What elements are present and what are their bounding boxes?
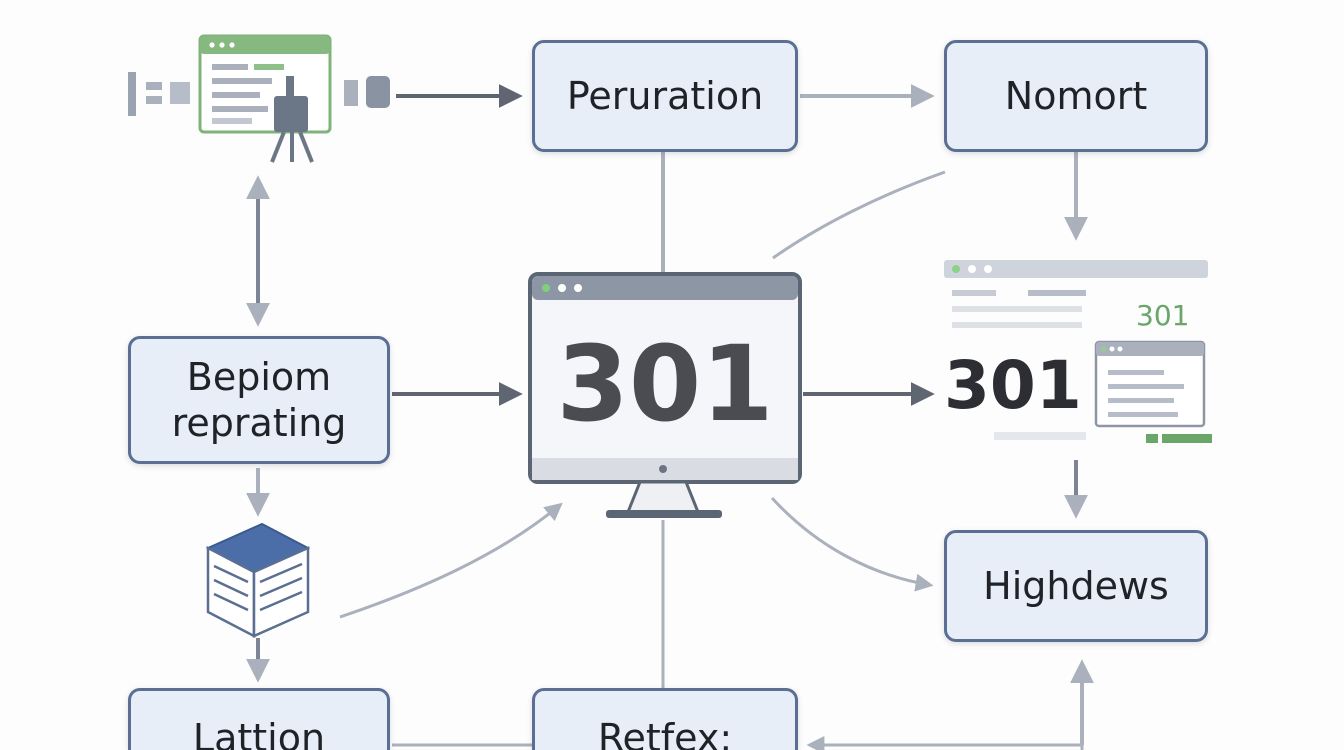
panel-status-code-small: 301 <box>1136 299 1190 332</box>
node-highdews[interactable]: Highdews <box>944 530 1208 642</box>
node-retfex[interactable]: Retfex: <box>532 688 798 750</box>
node-nomort-label: Nomort <box>1004 74 1148 118</box>
node-retfex-label: Retfex: <box>597 716 733 750</box>
node-highdews-label: Highdews <box>983 564 1169 608</box>
monitor-status-code: 301 <box>556 323 774 445</box>
node-lattion-label: Lattion <box>192 716 326 750</box>
node-peruration-label: Peruration <box>566 74 764 118</box>
curve-nomort-to-monitor <box>772 170 946 260</box>
node-nomort[interactable]: Nomort <box>944 40 1208 152</box>
node-bepiom-line2: reprating <box>171 401 347 445</box>
node-lattion[interactable]: Lattion <box>128 688 390 750</box>
curve-monitor-to-highdews <box>770 496 934 592</box>
curve-stack-to-monitor <box>339 502 563 619</box>
panel-status-code-large: 301 <box>944 347 1082 424</box>
node-bepiom-reprating[interactable]: Bepiom reprating <box>128 336 390 464</box>
node-bepiom-line1: Bepiom <box>186 355 332 399</box>
node-peruration[interactable]: Peruration <box>532 40 798 152</box>
arrow-highdews-to-retfex <box>806 736 1084 750</box>
